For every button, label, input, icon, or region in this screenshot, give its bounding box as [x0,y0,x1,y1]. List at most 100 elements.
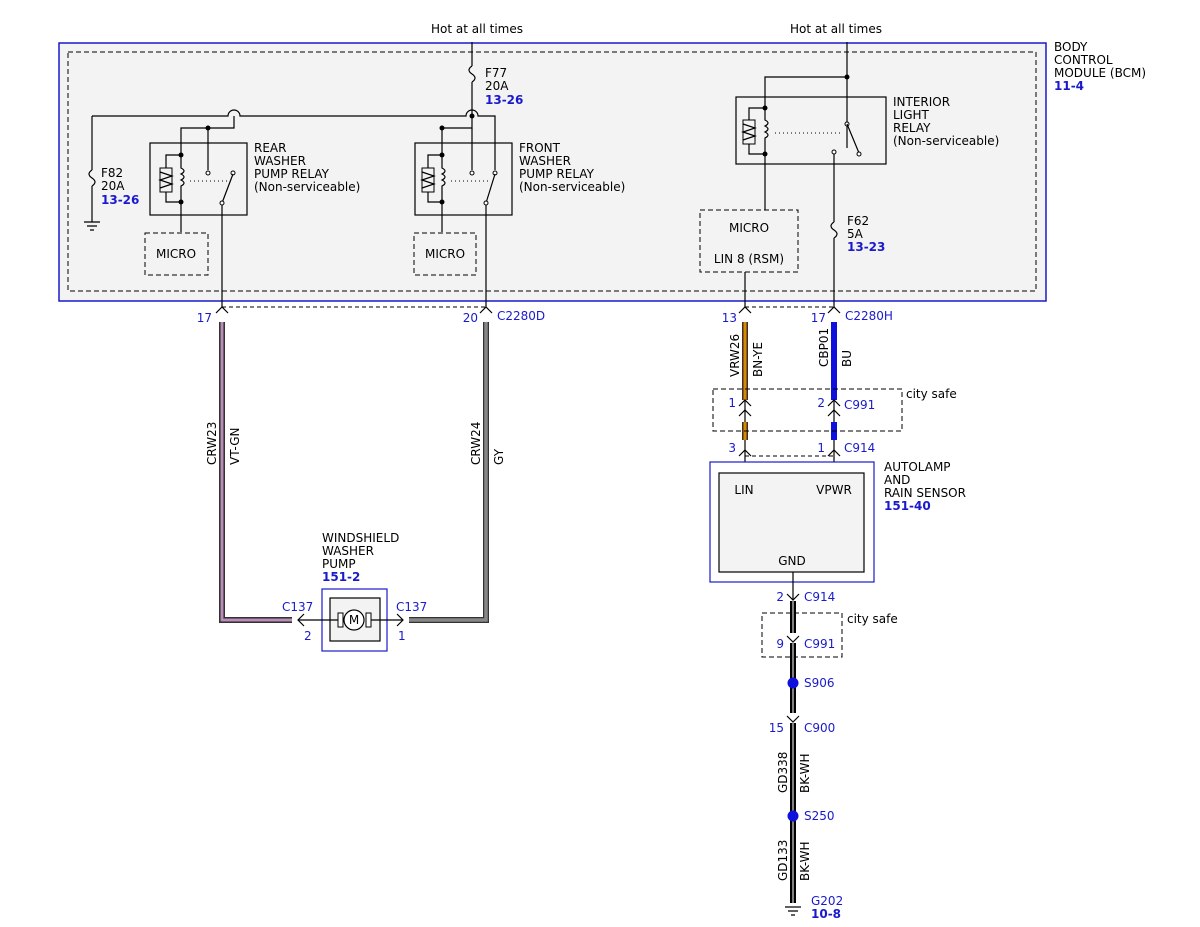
c914-pin-lin: 3 [728,441,736,455]
interior-relay-box [735,96,887,165]
crw23-circuit: CRW23 [205,422,219,465]
right-micro-sublabel: LIN 8 (RSM) [714,252,784,266]
bcm-ref: 11-4 [1054,79,1084,93]
rear-relay-box [149,142,248,216]
sensor-pin-gnd: GND [778,554,806,568]
interior-relay-switch-arm [846,123,860,154]
f82-ref: 13-26 [101,193,139,207]
c991-gnd-pin: 9 [776,637,784,651]
vrw26-color: BN-YE [751,342,765,377]
wire-crw24-fill [409,322,488,622]
c2280d-pin17: 17 [197,311,212,325]
feed-left-label: Hot at all times [431,22,523,36]
right-micro-box [699,209,799,273]
rear-relay-contact-nc [205,170,211,176]
fuse-f62-symbol [830,221,838,239]
interior-relay-resistor-zig [741,123,757,141]
f82-rating: 20A [101,179,125,193]
wire-crw23-fill [220,322,292,622]
rear-relay-coil-icon [165,154,185,203]
interior-relay-top-wire [764,76,847,108]
bcm-module-outline [58,42,1047,302]
interior-relay-label-3: RELAY [893,121,931,135]
rear-relay-contact-com [219,200,225,206]
interior-relay-contact-2 [856,151,862,157]
interior-relay-label-4: (Non-serviceable) [893,134,999,148]
c991-pin-vpwr: 2 [817,396,825,410]
right-micro-label: MICRO [729,221,769,235]
g202-label: G202 [811,894,843,908]
sensor-pin-vpwr: VPWR [816,483,852,497]
pump-motor-icon [343,609,365,631]
c137-pin2-chevron [297,613,305,627]
c991-gnd-label: C991 [804,637,835,651]
c2280h-pin13: 13 [722,311,737,325]
bcm-module-inner-dash [67,51,1037,292]
front-relay-box [414,142,513,216]
front-relay-dot-1 [439,125,445,131]
pump-label-2: WASHER [322,544,374,558]
vrw26-circuit: VRW26 [728,334,742,377]
interior-relay-contact-3 [831,149,837,155]
f62-ref: 13-23 [847,240,885,254]
c914-gnd-label: C914 [804,590,835,604]
c2280h-label: C2280H [845,309,893,323]
c2280d-pin20-chevron [479,306,493,314]
gd133-color: BK-WH [798,841,812,881]
crw23-color: VT-GN [228,428,242,465]
front-micro-label: MICRO [425,247,465,261]
front-relay-label-1: FRONT [519,141,561,155]
rear-micro-label: MICRO [156,247,196,261]
f82-ground-icon [84,221,100,231]
front-relay-label-2: WASHER [519,154,571,168]
f62-name: F62 [847,214,869,228]
sensor-label-3: RAIN SENSOR [884,486,966,500]
c137-left-pin: 2 [304,629,312,643]
gd133-circuit: GD133 [776,840,790,881]
cbp01-circuit: CBP01 [817,328,831,367]
city-safe-upper-label: city safe [906,387,957,401]
c900-chevron [786,715,800,723]
splice-s906-icon [787,677,799,689]
f62-rating: 5A [847,227,864,241]
f77-ref: 13-26 [485,93,523,107]
c137-pin1-chevron [396,613,404,627]
c991-gnd-chevron [786,635,800,643]
c991-label: C991 [844,398,875,412]
interior-relay-coil-icon [748,107,769,155]
pump-ref: 151-2 [322,570,360,584]
front-relay-top-wire [441,116,473,155]
sensor-label-2: AND [884,473,910,487]
sensor-inner [718,472,865,573]
front-micro-box [413,232,477,276]
front-relay-contact-com [483,200,489,206]
g202-ground-icon [785,906,801,916]
sensor-label-1: AUTOLAMP [884,460,951,474]
rear-relay-label-2: WASHER [254,154,306,168]
c914-pin-vpwr: 1 [817,441,825,455]
pump-label-3: PUMP [322,557,356,571]
c2280d-pin20: 20 [463,311,478,325]
pump-brush-right [365,612,372,628]
splice-s250-label: S250 [804,809,835,823]
fuse-f82-symbol [88,169,96,187]
city-safe-lower-label: city safe [847,612,898,626]
rear-relay-resistor-zig [158,171,174,189]
c2280h-pin17: 17 [811,311,826,325]
gd338-color: BK-WH [798,753,812,793]
c2280d-label: C2280D [497,309,545,323]
rear-micro-box [144,232,209,276]
city-safe-upper-box [712,388,903,432]
front-relay-switch-arm [485,173,496,204]
feed-right-label: Hot at all times [790,22,882,36]
sensor-pin-lin: LIN [734,483,753,497]
c2280h-pin17-chevron [827,306,841,314]
c914-gnd-pin: 2 [776,590,784,604]
bcm-label-2: CONTROL [1054,53,1113,67]
c900-label: C900 [804,721,835,735]
c137-right-pin: 1 [398,629,406,643]
c2280d-pin17-chevron [215,306,229,314]
c900-pin: 15 [769,721,784,735]
rear-relay-switch-arm [221,173,234,204]
interior-relay-label-2: LIGHT [893,108,930,122]
